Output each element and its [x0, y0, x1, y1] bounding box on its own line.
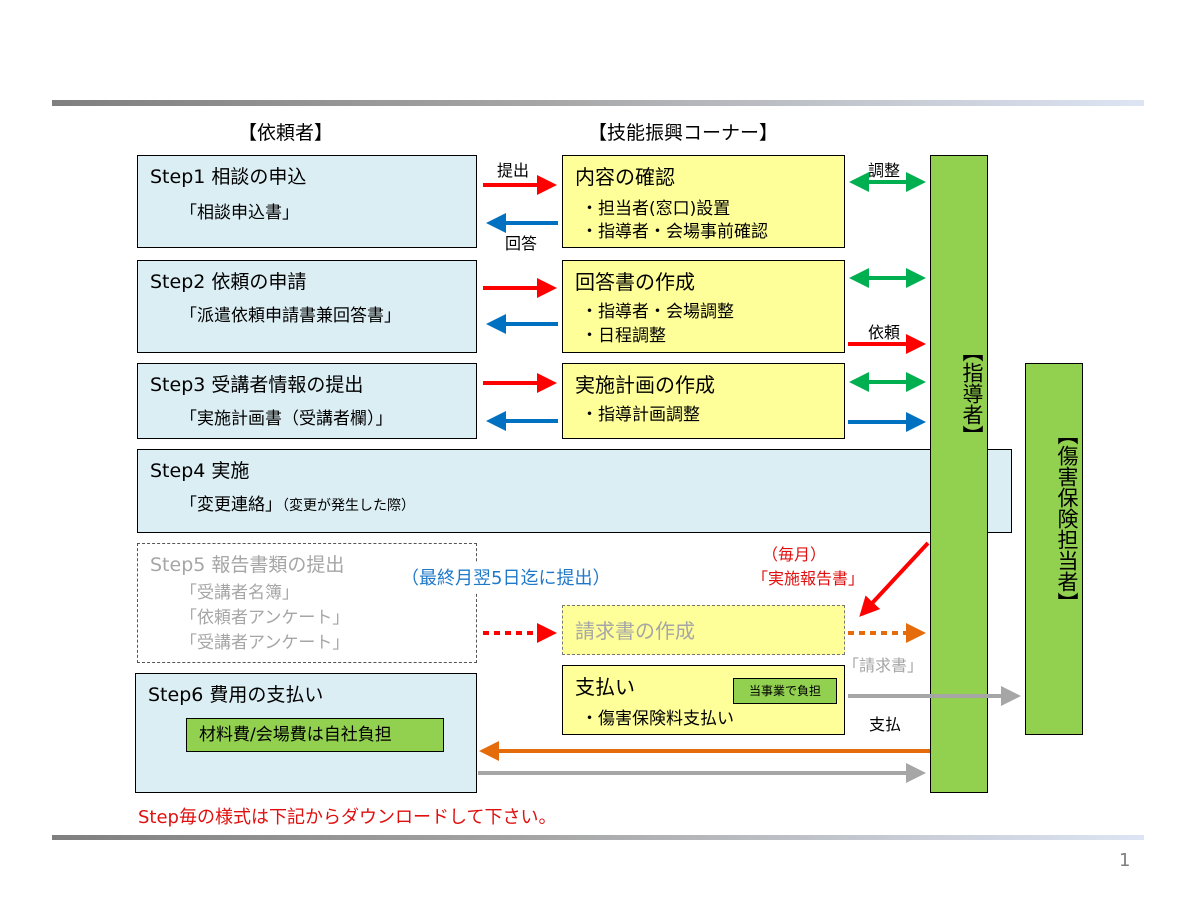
payment-label: 支払: [869, 715, 902, 734]
step1-form: 「相談申込書」: [180, 203, 299, 223]
project-burden-badge: 当事業で負担: [733, 678, 837, 704]
instructor-bar: 【指導者】: [930, 155, 988, 793]
monthly-label: （毎月）: [762, 545, 827, 564]
step4-form-name: 「変更連絡」: [180, 495, 282, 515]
corner-header: 【技能振興コーナー】: [588, 122, 779, 144]
step1-title: Step1 相談の申込: [150, 166, 307, 188]
step5-box: Step5 報告書類の提出 「受講者名簿」 「依頼者アンケート」 「受講者アンケ…: [137, 543, 477, 663]
step3-title: Step3 受講者情報の提出: [150, 374, 364, 396]
confirm-title: 内容の確認: [575, 165, 675, 189]
step3-form: 「実施計画書（受講者欄）」: [180, 409, 393, 429]
reply-form-title: 回答書の作成: [575, 270, 695, 294]
page-number: 1: [1119, 850, 1131, 871]
step5-form-2: 「依頼者アンケート」: [180, 608, 350, 628]
request-label: 依頼: [868, 323, 901, 342]
step6-title: Step6 費用の支払い: [148, 684, 324, 706]
reply-form-line-2: ・日程調整: [581, 326, 666, 346]
payment-box: 支払い ・傷害保険料支払い 当事業で負担: [562, 665, 845, 735]
payment-line-1: ・傷害保険料支払い: [581, 709, 734, 729]
reply-form-box: 回答書の作成 ・指導者・会場調整 ・日程調整: [562, 260, 845, 353]
instructor-label: 【指導者】: [960, 341, 984, 446]
requester-header: 【依頼者】: [238, 122, 334, 144]
step1-box: Step1 相談の申込 「相談申込書」: [137, 155, 477, 248]
insurance-bar: 【傷害保険担当者】: [1025, 363, 1083, 735]
confirm-line-2: ・指導者・会場事前確認: [581, 222, 768, 242]
deadline-note: （最終月翌5日迄に提出）: [395, 562, 617, 592]
confirm-box: 内容の確認 ・担当者(窓口)設置 ・指導者・会場事前確認: [562, 155, 845, 248]
top-rule: [52, 100, 1144, 106]
coordinate-label: 調整: [868, 161, 901, 180]
step2-title: Step2 依頼の申請: [150, 271, 307, 293]
step4-title: Step4 実施: [150, 460, 250, 482]
step6-box: Step6 費用の支払い 材料費/会場費は自社負担: [135, 673, 477, 793]
reply-label: 回答: [505, 234, 538, 253]
step4-note: （変更が発生した際）: [282, 498, 415, 514]
plan-title: 実施計画の作成: [575, 373, 715, 397]
confirm-line-1: ・担当者(窓口)設置: [581, 199, 731, 219]
step3-box: Step3 受講者情報の提出 「実施計画書（受講者欄）」: [137, 363, 477, 439]
bottom-rule: [52, 835, 1144, 840]
reply-form-line-1: ・指導者・会場調整: [581, 302, 734, 322]
self-burden-chip: 材料費/会場費は自社負担: [186, 718, 444, 752]
step5-title: Step5 報告書類の提出: [150, 554, 345, 576]
step4-box: Step4 実施 「変更連絡」（変更が発生した際）: [137, 449, 1012, 533]
invoice-label: 「請求書」: [843, 656, 924, 675]
plan-line-1: ・指導計画調整: [581, 405, 700, 425]
monthly-report-arrow: [859, 541, 930, 617]
step5-form-3: 「受講者アンケート」: [180, 633, 350, 653]
download-note: Step毎の様式は下記からダウンロードして下さい。: [138, 807, 557, 828]
plan-box: 実施計画の作成 ・指導計画調整: [562, 363, 845, 439]
invoice-box: 請求書の作成: [562, 605, 845, 655]
insurance-label: 【傷害保険担当者】: [1055, 424, 1079, 613]
step5-form-1: 「受講者名簿」: [180, 583, 299, 603]
step2-box: Step2 依頼の申請 「派遣依頼申請書兼回答書」: [137, 260, 477, 353]
submit-label: 提出: [497, 161, 530, 180]
payment-title: 支払い: [575, 675, 635, 699]
report-label: 「実施報告書」: [752, 569, 865, 588]
invoice-title: 請求書の作成: [575, 619, 695, 643]
step4-form: 「変更連絡」（変更が発生した際）: [180, 490, 415, 515]
step2-form: 「派遣依頼申請書兼回答書」: [180, 306, 401, 326]
